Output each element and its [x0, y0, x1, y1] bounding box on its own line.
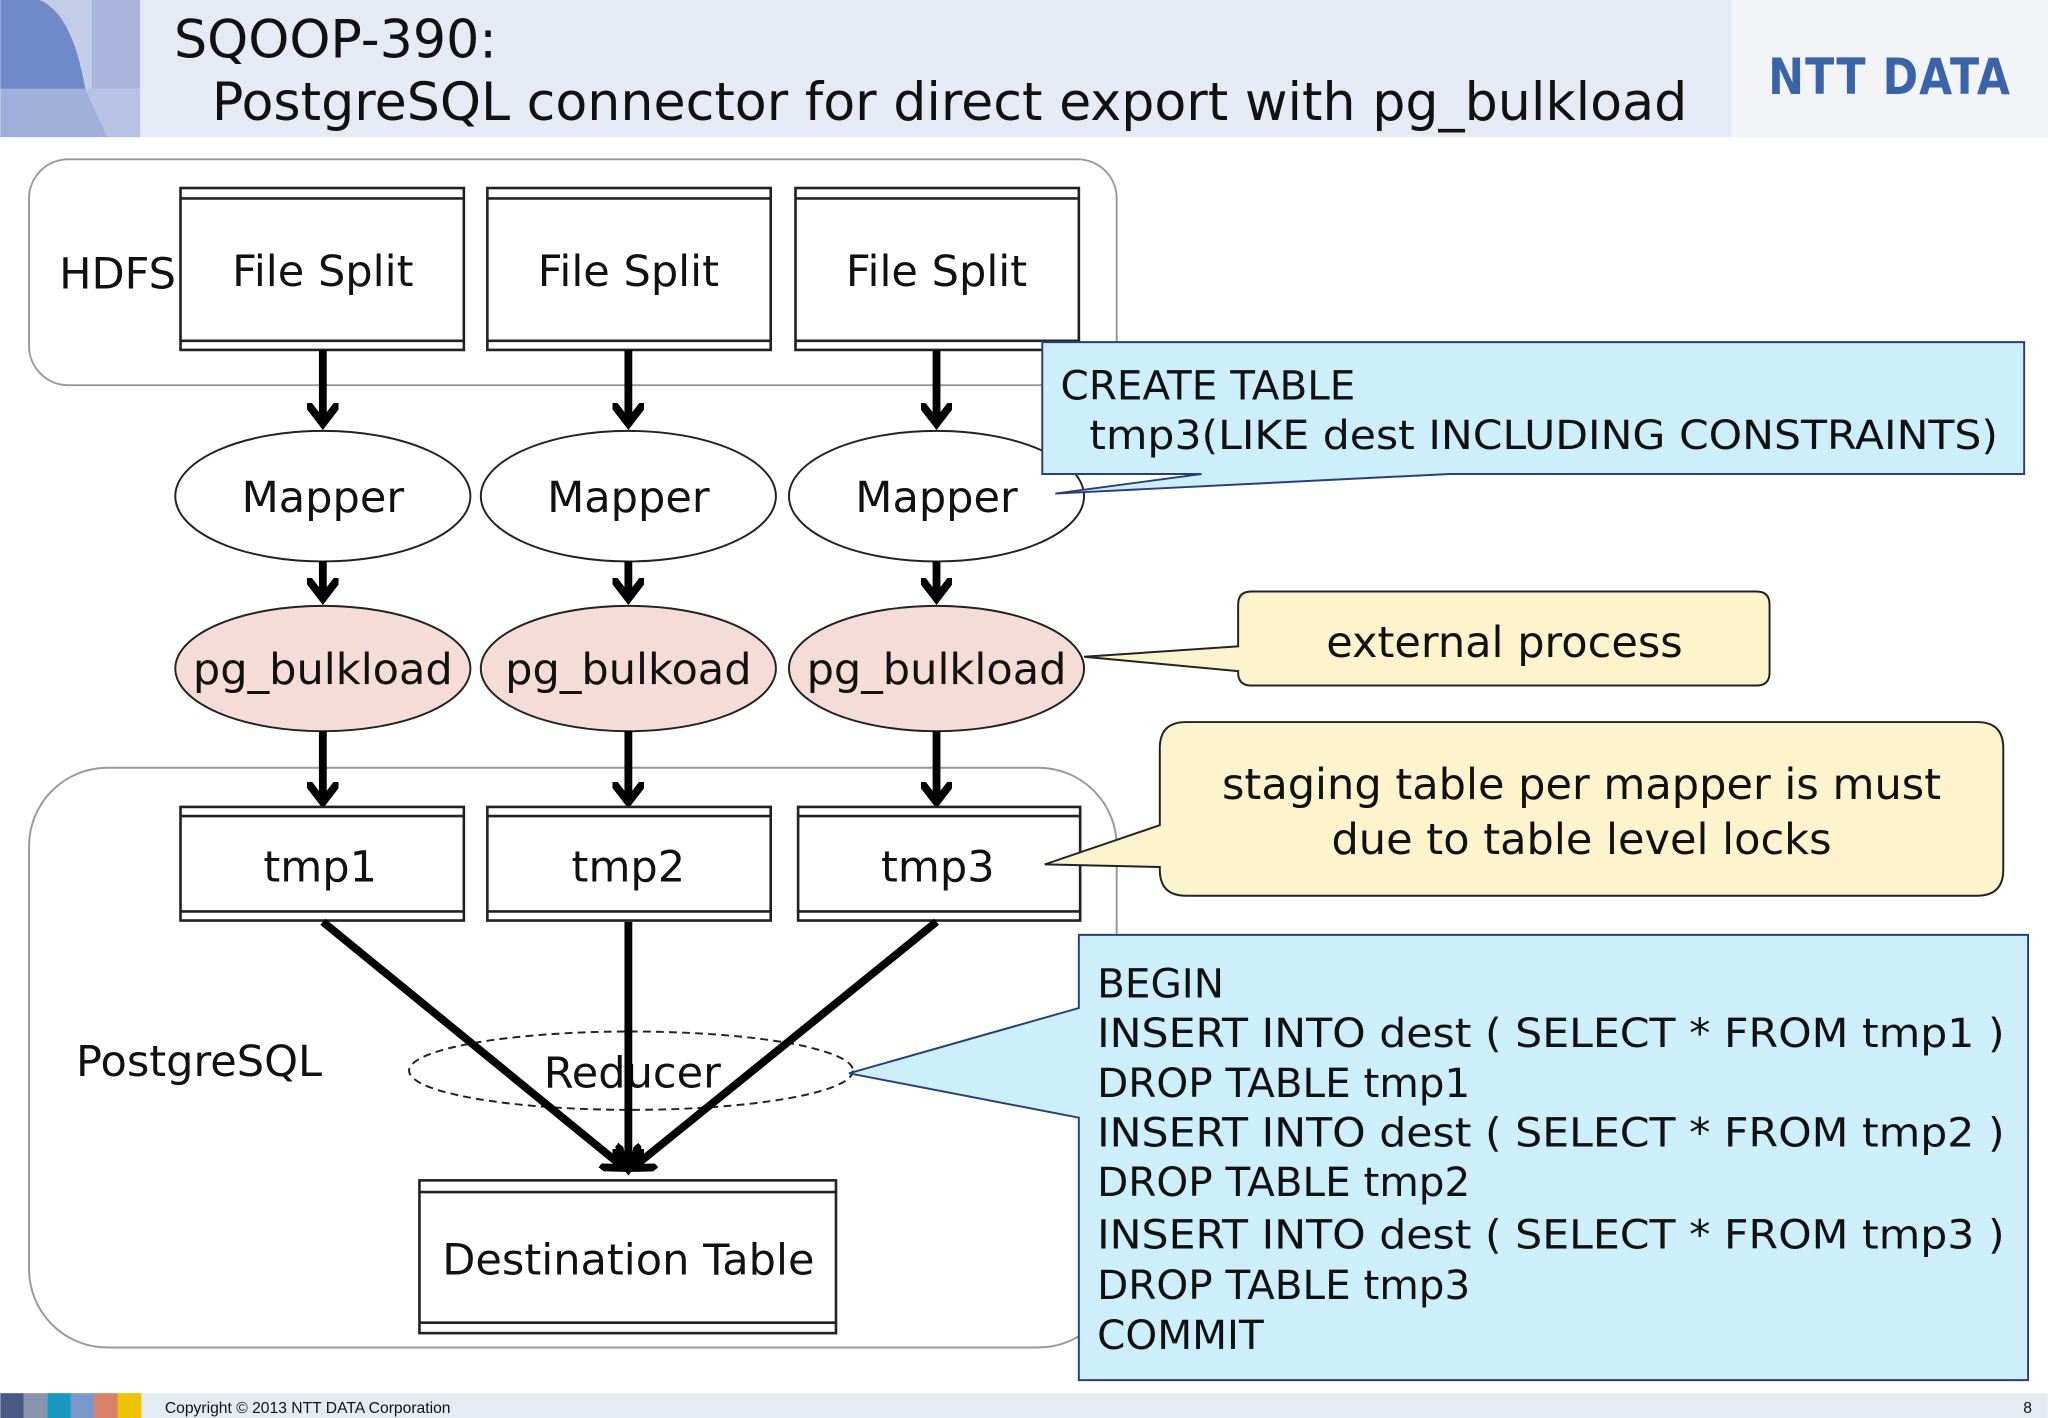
- file-split-1: File Split: [179, 186, 466, 352]
- arrows-split-to-mapper: [323, 349, 937, 421]
- pg-bulkload-1: pg_bulkload: [174, 604, 472, 733]
- callout-transaction: BEGIN INSERT INTO dest ( SELECT * FROM t…: [848, 933, 2030, 1382]
- file-split-label: File Split: [846, 247, 1027, 297]
- pg-bulkload-label: pg_bulkoad: [505, 645, 751, 695]
- title-line-1: SQOOP-390:: [174, 10, 497, 70]
- footer: Copyright © 2013 NTT DATA Corporation 8: [0, 1393, 2048, 1418]
- file-split-label: File Split: [538, 247, 719, 297]
- destination-table-label: Destination Table: [442, 1235, 814, 1285]
- footer-color-square: [47, 1393, 71, 1418]
- header: SQOOP-390: PostgreSQL connector for dire…: [0, 0, 2048, 138]
- sql-line: DROP TABLE tmp1: [1097, 1059, 1470, 1107]
- mapper-2: Mapper: [479, 429, 777, 563]
- callout-external-process: external process: [1083, 590, 1771, 687]
- sql-line: INSERT INTO dest ( SELECT * FROM tmp1 ): [1097, 1009, 2004, 1057]
- callout-text: staging table per mapper is must: [1222, 760, 1941, 810]
- tmp-table-1: tmp1: [179, 805, 466, 922]
- tmp-table-3: tmp3: [796, 805, 1082, 922]
- callout-staging: staging table per mapper is must due to …: [1044, 721, 2005, 897]
- sql-line: INSERT INTO dest ( SELECT * FROM tmp3 ): [1097, 1210, 2004, 1258]
- corner-logo-graphic: [0, 0, 141, 138]
- callout-text: CREATE TABLE: [1061, 362, 1356, 410]
- sql-line: DROP TABLE tmp3: [1097, 1261, 1470, 1309]
- file-split-label: File Split: [232, 247, 413, 297]
- tmp-table-2: tmp2: [486, 805, 772, 922]
- footer-color-square: [94, 1393, 118, 1418]
- tmp-table-label: tmp3: [881, 842, 995, 892]
- mapper-label: Mapper: [242, 473, 405, 523]
- mapper-label: Mapper: [855, 473, 1018, 523]
- sql-line: COMMIT: [1097, 1311, 1264, 1359]
- callout-text: tmp3(LIKE dest INCLUDING CONSTRAINTS): [1089, 411, 1998, 459]
- pg-bulkload-3: pg_bulkload: [787, 604, 1086, 733]
- arrows-tmp-to-destination: [320, 918, 939, 1166]
- copyright: Copyright © 2013 NTT DATA Corporation: [165, 1400, 451, 1417]
- tmp-table-label: tmp1: [263, 842, 377, 892]
- callout-text: external process: [1326, 618, 1683, 668]
- hdfs-label: HDFS: [59, 250, 176, 300]
- mapper-label: Mapper: [547, 473, 710, 523]
- sql-line: INSERT INTO dest ( SELECT * FROM tmp2 ): [1097, 1108, 2004, 1156]
- page-number: 8: [2023, 1400, 2032, 1417]
- footer-color-square: [23, 1393, 48, 1418]
- sql-line: DROP TABLE tmp2: [1097, 1158, 1470, 1206]
- footer-color-square: [70, 1393, 95, 1418]
- destination-table: Destination Table: [418, 1179, 838, 1335]
- footer-color-square: [0, 1393, 24, 1418]
- file-split-2: File Split: [486, 186, 772, 352]
- ntt-data-logo: NTT DATA: [1768, 48, 2011, 106]
- arrows-mapper-to-loader: [323, 561, 937, 595]
- callout-create-table: CREATE TABLE tmp3(LIKE dest INCLUDING CO…: [1041, 341, 2026, 495]
- tmp-table-label: tmp2: [572, 842, 686, 892]
- reducer: Reducer: [408, 1030, 854, 1111]
- pg-bulkload-label: pg_bulkload: [807, 645, 1067, 695]
- reducer-label: Reducer: [544, 1049, 721, 1099]
- mapper-3: Mapper: [787, 429, 1086, 563]
- postgresql-label: PostgreSQL: [76, 1037, 322, 1087]
- sql-line: BEGIN: [1097, 960, 1224, 1008]
- callout-text: due to table level locks: [1331, 815, 1831, 865]
- title-line-2: PostgreSQL connector for direct export w…: [212, 73, 1687, 133]
- mapper-1: Mapper: [174, 429, 472, 563]
- arrows-loader-to-tmp: [323, 731, 937, 799]
- footer-color-squares: [0, 1393, 142, 1418]
- pg-bulkload-label: pg_bulkload: [193, 645, 453, 695]
- footer-color-square: [117, 1393, 142, 1418]
- file-split-3: File Split: [794, 186, 1081, 352]
- pg-bulkload-2: pg_bulkoad: [479, 604, 777, 733]
